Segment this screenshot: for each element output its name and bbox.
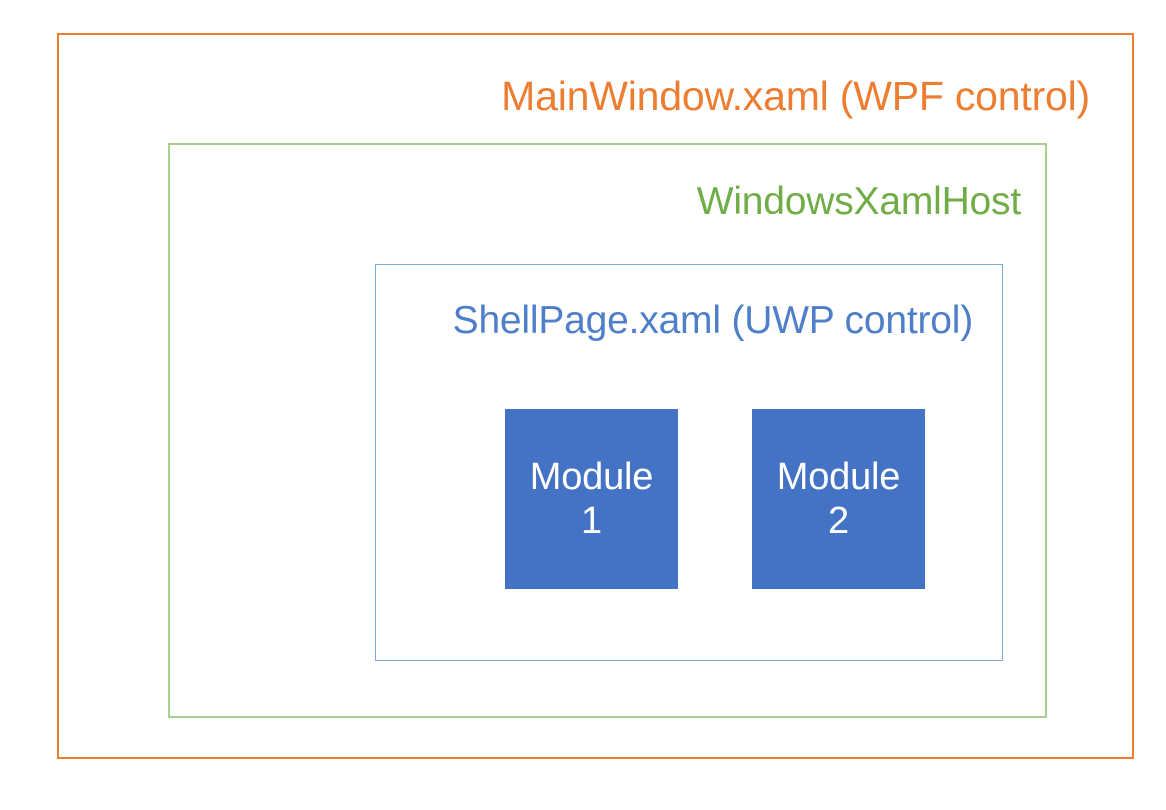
module-box-2: Module 2 — [752, 409, 925, 589]
module-box-1: Module 1 — [505, 409, 678, 589]
layer-windowsxamlhost-label: WindowsXamlHost — [696, 180, 1021, 223]
layer-shellpage-label: ShellPage.xaml (UWP control) — [452, 299, 974, 342]
layer-mainwindow-wpf: MainWindow.xaml (WPF control) WindowsXam… — [57, 33, 1134, 759]
layer-shellpage-uwp: ShellPage.xaml (UWP control) Module 1 Mo… — [375, 264, 1003, 661]
module-box-1-name: Module — [529, 455, 654, 498]
layer-windowsxamlhost: WindowsXamlHost ShellPage.xaml (UWP cont… — [168, 143, 1047, 718]
module-box-2-name: Module — [776, 455, 901, 498]
module-box-1-index: 1 — [581, 500, 602, 542]
module-box-2-index: 2 — [828, 500, 849, 542]
module-row: Module 1 Module 2 — [376, 265, 1002, 660]
layer-mainwindow-label: MainWindow.xaml (WPF control) — [501, 73, 1090, 119]
